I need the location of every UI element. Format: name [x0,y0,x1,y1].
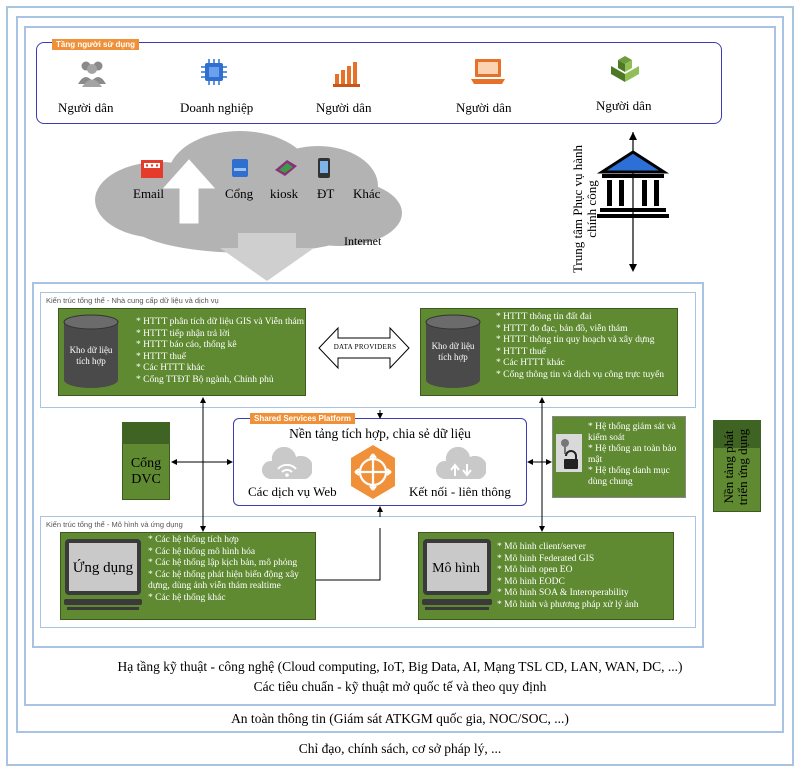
integration-hub-icon [351,445,395,499]
kiosk-icon [275,160,297,176]
list-item: * Cổng TTĐT Bộ ngành, Chính phủ [136,374,274,385]
list-item: * Các hệ thống mô hình hóa [148,546,256,557]
list-item: * HTTT đo đạc, bản đồ, viễn thám [496,323,628,334]
list-item: * HTTT thuế [496,346,546,357]
connector-center [316,528,381,581]
cong-dvc-label: Cổng DVC [130,456,162,487]
provider-arch-caption: Kiến trúc tổng thể - Nhà cung cấp dữ liệ… [46,296,219,305]
download-arrow [220,233,314,281]
cubes-icon [611,56,639,82]
wifi-cloud-icon [262,447,312,479]
channel-email: Email [133,186,165,201]
app-arch-frame [40,516,696,628]
outer-frame [6,6,794,766]
user-layer-tag: Tầng người sử dụng [52,39,140,50]
list-item: * Mô hình client/server [497,542,586,552]
list-item: * Mô hình EODC [497,576,565,587]
upload-arrow [162,159,216,224]
data-providers-arrow [318,326,410,370]
list-item: dựng, dùng ảnh viễn thám realtime [148,581,281,592]
list-item: * Các HTTT khác [496,358,565,369]
channel-phone: ĐT [317,186,335,201]
dev-platform-top [713,420,761,448]
apps-monitor-icon [64,539,142,610]
phone-icon [318,158,330,178]
list-item: * Các hệ thống khác [148,592,226,603]
list-item: * HTTT báo cáo, thống kê [136,340,237,351]
provider-right-list: * HTTT thông tin đất đai * HTTT đo đạc, … [496,312,664,382]
user-label-citizen-3: Người dân [456,100,512,115]
bar-chart-icon [333,62,360,87]
database-icon-left [63,314,119,388]
cong-dvc-top [122,422,170,444]
list-item: * HTTT tiếp nhận trả lời [136,328,230,339]
shared-platform-title: Nền tảng tích hợp, chia sẻ dữ liệu [289,426,471,441]
apps-label: Ứng dụng [72,560,134,576]
shared-platform-tag: Shared Services Platform [250,413,355,424]
right-store-label: Kho dữ liệu tích hợp [431,341,475,362]
lock-icon [556,434,582,472]
provider-arch-frame [40,292,696,408]
list-item: * Các HTTT khác [136,363,205,374]
list-item: * Hệ thống an toàn bảo mật [588,444,677,465]
app-arch-caption: Kiến trúc tổng thể - Mô hình và ứng dụng [46,520,183,529]
infrastructure-line-1: Hạ tầng kỹ thuật - công nghệ (Cloud comp… [117,659,683,674]
list-item: * HTTT thuế [136,351,186,362]
web-services-label: Các dịch vụ Web [248,484,337,499]
laptop-icon [471,59,505,84]
list-item: * HTTT thông tin quy hoạch và xây dựng [496,335,655,346]
internet-label: Internet [344,234,382,248]
email-icon [141,160,163,178]
security-frame [16,16,784,733]
models-label: Mô hình [432,561,480,576]
policy-line: Chỉ đạo, chính sách, cơ sở pháp lý, ... [298,741,502,756]
user-layer-box [36,42,722,124]
portal-icon [232,159,248,177]
security-list: * Hệ thống giám sát và kiểm soát * Hệ th… [588,422,684,488]
channel-kiosk: kiosk [270,186,299,201]
database-icon-right [425,314,481,388]
user-label-citizen-1: Người dân [58,100,114,115]
connect-label: Kết nối - liên thông [409,484,511,499]
list-item: * Các hệ thống phát hiện biến động xây [148,569,299,580]
models-monitor-icon [422,539,492,610]
user-label-citizen-4: Người dân [596,98,652,113]
provider-left-list: * HTTT phân tích dữ liệu GIS và Viễn thá… [136,317,304,387]
list-item: * Hệ thống danh mục dùng chung [588,466,670,487]
chip-icon [201,59,227,85]
apps-list: * Các hệ thống tích hợp * Các hệ thống m… [148,535,299,605]
list-item: * HTTT phân tích dữ liệu GIS và Viễn thá… [136,317,305,327]
list-item: * Hệ thống giám sát và kiểm soát [588,422,676,443]
channel-portal: Cổng [225,186,254,201]
users-group-icon [78,61,106,87]
user-label-citizen-2: Người dân [316,100,372,115]
list-item: * Mô hình open EO [497,565,573,576]
list-item: * Các hệ thống tích hợp [148,535,239,545]
list-item: * Mô hình Federated GIS [497,553,595,564]
list-item: * Mô hình SOA & Interoperability [497,588,629,599]
building-icon [596,132,670,272]
data-providers-label: DATA PROVIDERS [333,343,397,351]
list-item: * HTTT thông tin đất đai [496,312,592,322]
list-item: * Cổng thông tin và dịch vụ công trực tu… [496,369,664,380]
list-item: * Các hệ thống lập kịch bản, mô phỏng [148,558,298,569]
infrastructure-line-2: Các tiêu chuẩn - kỹ thuật mở quốc tế và … [253,679,547,694]
channel-other: Khác [353,186,381,201]
infrastructure-frame [24,26,776,706]
system-frame [32,282,704,648]
left-store-label: Kho dữ liệu tích hợp [69,345,113,366]
user-label-business: Doanh nghiệp [180,100,254,115]
security-line: An toàn thông tin (Giám sát ATKGM quốc g… [231,711,569,726]
list-item: * Mô hình và phương pháp xử lý ảnh [497,599,639,610]
sync-cloud-icon [436,447,486,479]
models-list: * Mô hình client/server * Mô hình Federa… [497,542,638,612]
